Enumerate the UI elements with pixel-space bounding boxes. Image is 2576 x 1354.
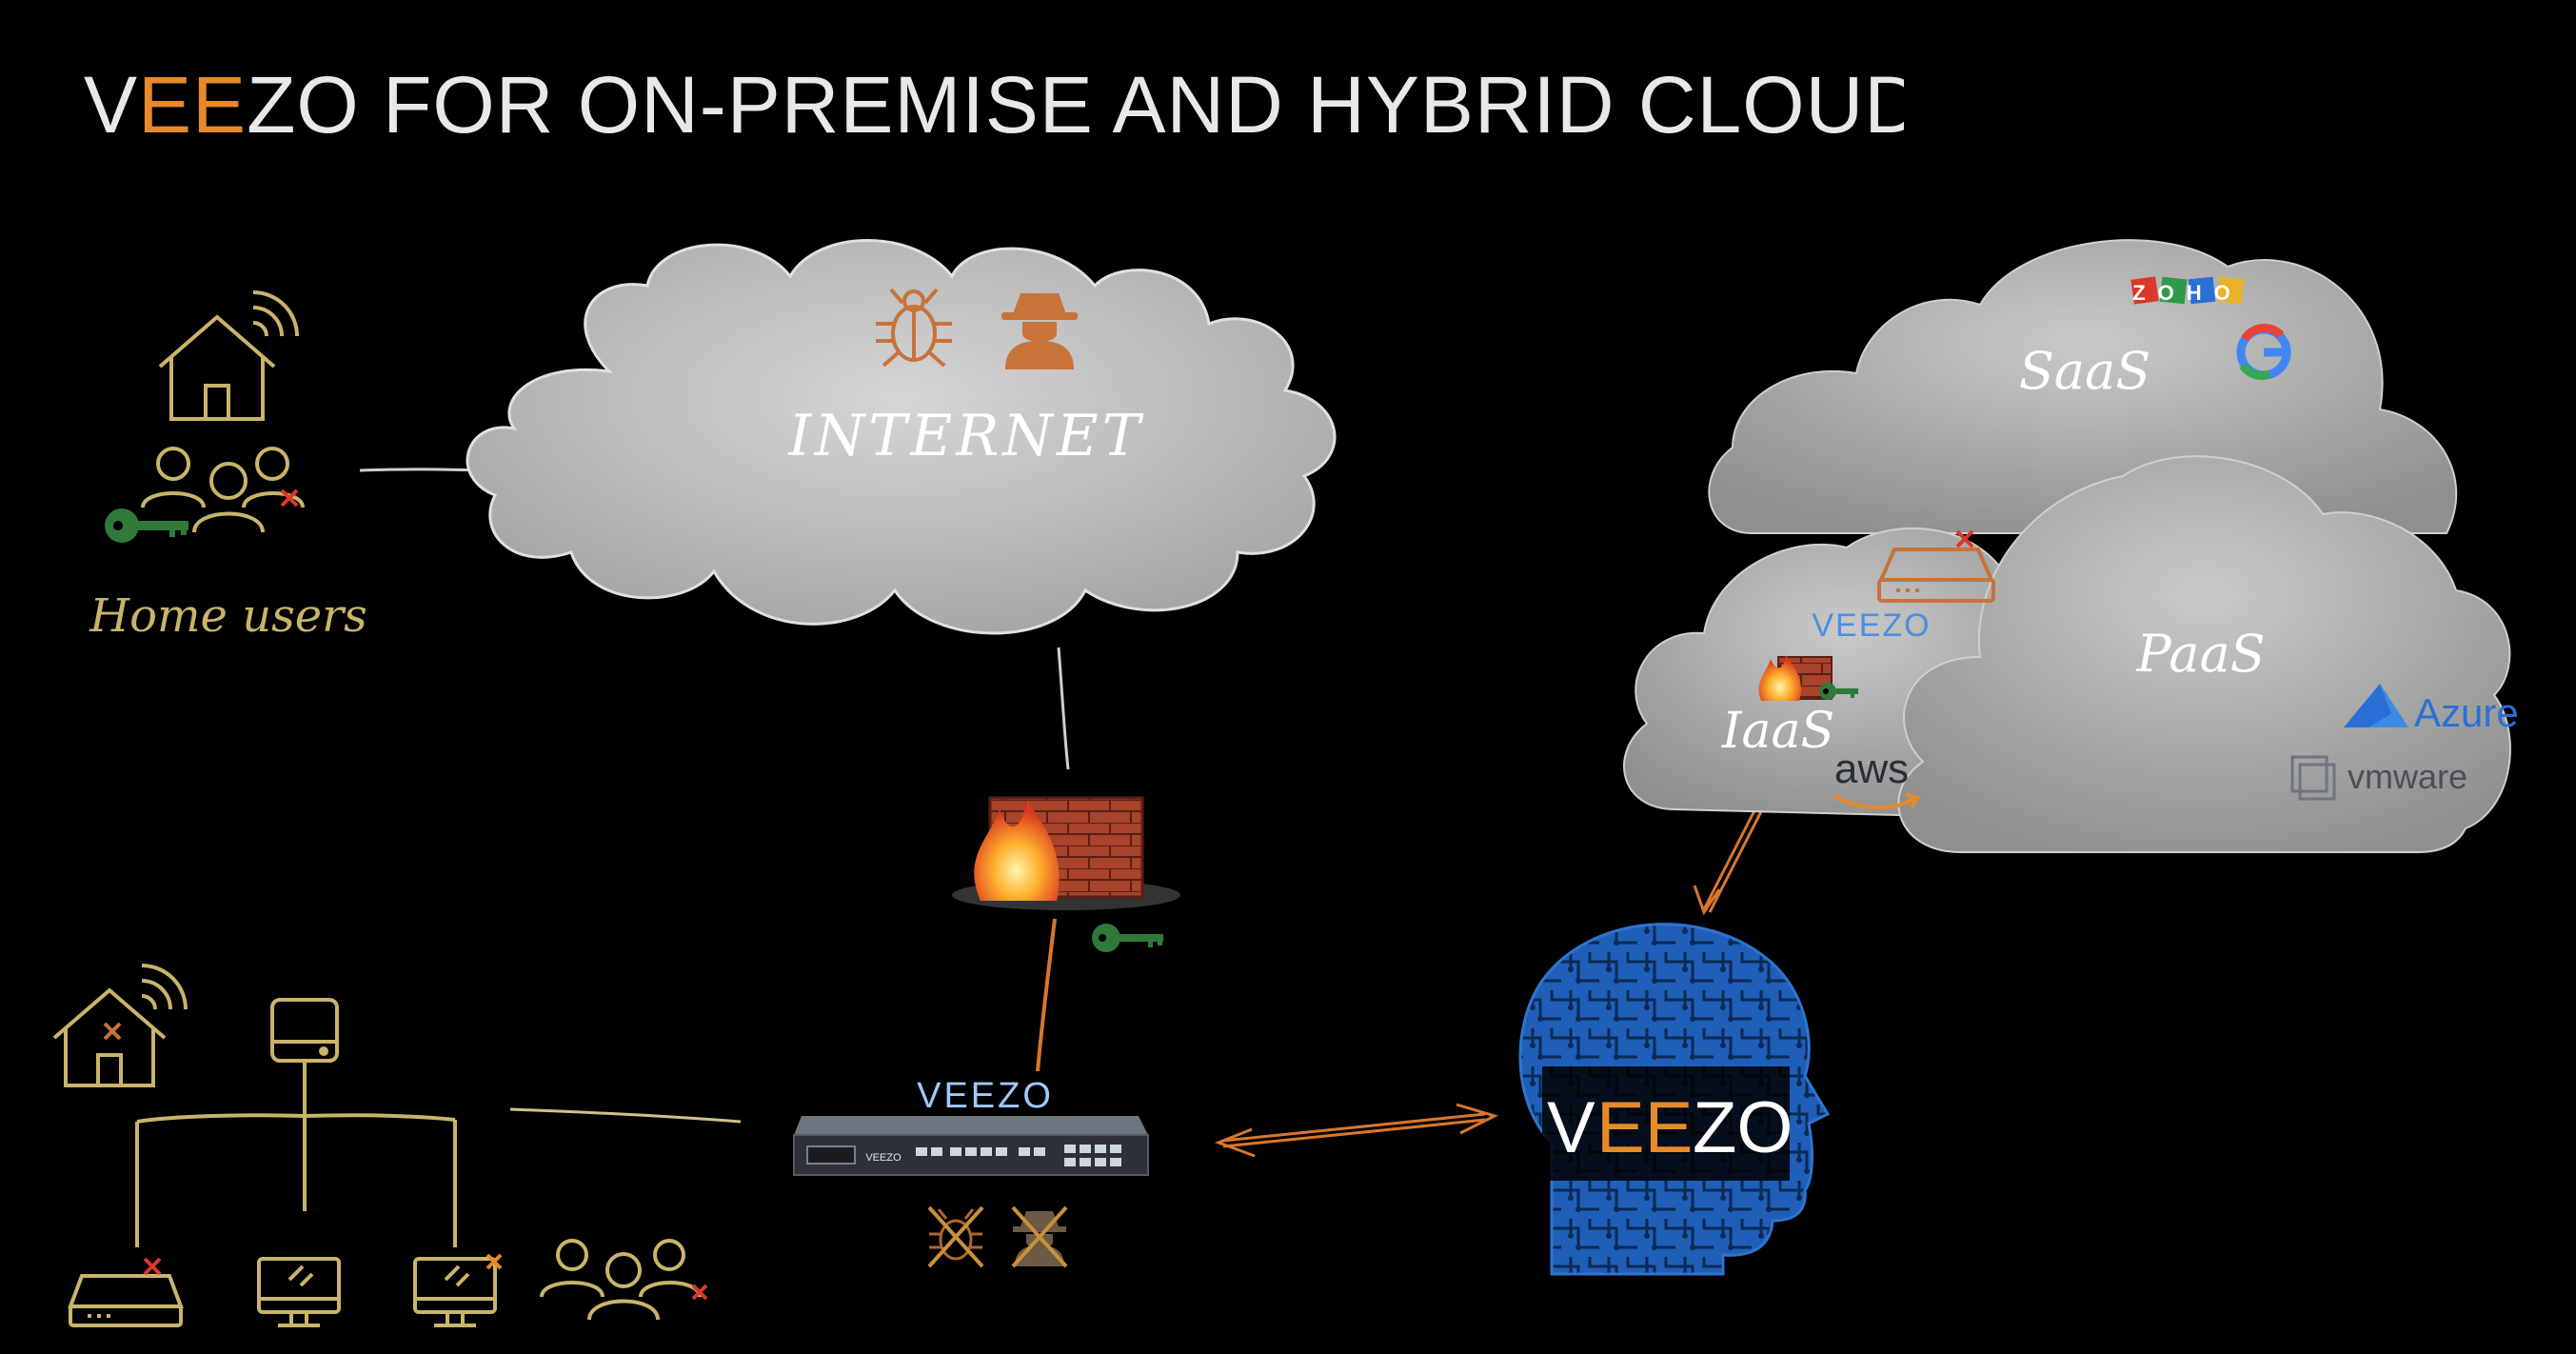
storage-drive-icon bbox=[270, 998, 339, 1063]
arrowhead-brain-end bbox=[1693, 885, 1721, 916]
zoho-logo: ZOHO bbox=[2130, 276, 2245, 305]
iaas-firewall-icon bbox=[1758, 655, 1858, 701]
home-users-group: Home users bbox=[89, 290, 367, 643]
veezo-device-group: VEEZO VEEZO bbox=[793, 1076, 1149, 1268]
title-highlight: EE bbox=[138, 60, 248, 149]
router-blocked-x-icon bbox=[143, 1257, 162, 1276]
desktop-monitor-icon-2 bbox=[413, 1257, 497, 1327]
veezo-ai-head: V EE ZO bbox=[1518, 923, 1831, 1276]
azure-logo: Azure bbox=[2344, 684, 2519, 735]
zoho-logo-text: ZOHO bbox=[2132, 281, 2243, 305]
saas-label: SaaS bbox=[2019, 341, 2150, 401]
monitor-blocked-x-icon bbox=[485, 1253, 503, 1270]
saas-cloud bbox=[1708, 239, 2458, 534]
iaas-router-icon bbox=[1877, 548, 1995, 603]
title-container: VEEZO FOR ON-PREMISE AND HYBRID CLOUD bbox=[84, 59, 1904, 151]
firewall-group bbox=[952, 796, 1180, 952]
google-logo: G bbox=[2236, 323, 2291, 380]
internet-label: INTERNET bbox=[787, 403, 1144, 469]
home-wifi-icon bbox=[158, 290, 299, 421]
title-prefix: V bbox=[84, 60, 139, 149]
device-panel-label: VEEZO bbox=[865, 1152, 902, 1164]
blocked-bug-icon bbox=[927, 1205, 984, 1268]
line-lan-device bbox=[509, 1107, 742, 1124]
head-brand-zo: ZO bbox=[1693, 1087, 1793, 1168]
arrow-device-brain bbox=[1222, 1112, 1486, 1148]
iaas-veezo-label: VEEZO bbox=[1812, 607, 1931, 644]
user-blocked-x-icon bbox=[280, 488, 299, 508]
desktop-monitor-icon bbox=[257, 1257, 341, 1327]
page-title: VEEZO FOR ON-PREMISE AND HYBRID CLOUD bbox=[84, 59, 1904, 151]
line-internet-firewall bbox=[1057, 647, 1070, 770]
head-brand-v: V bbox=[1547, 1087, 1595, 1168]
firewall-key-icon bbox=[1092, 924, 1163, 952]
office-wifi-icon bbox=[52, 964, 188, 1087]
arrowhead-device bbox=[1214, 1127, 1256, 1158]
router-icon bbox=[68, 1274, 184, 1327]
vmware-logo-text: vmware bbox=[2348, 757, 2467, 796]
aws-logo-text: aws bbox=[1834, 746, 1909, 792]
line-firewall-device bbox=[1036, 918, 1057, 1072]
paas-label: PaaS bbox=[2135, 624, 2265, 684]
lan-wires bbox=[135, 1063, 457, 1247]
blocked-hacker-icon bbox=[1011, 1205, 1068, 1268]
device-ports bbox=[916, 1145, 1121, 1166]
line-home-internet bbox=[359, 468, 481, 472]
aws-logo: aws bbox=[1833, 746, 1920, 810]
device-brand-label: VEEZO bbox=[917, 1076, 1054, 1116]
lan-users-icon bbox=[540, 1239, 702, 1321]
iaas-label: IaaS bbox=[1721, 703, 1834, 760]
bug-icon bbox=[876, 288, 952, 368]
lan-network bbox=[52, 964, 708, 1327]
iaas-router-blocked-x-icon bbox=[1955, 529, 1974, 548]
lan-user-blocked-x-icon bbox=[691, 1284, 708, 1301]
head-brand-ee: EE bbox=[1596, 1087, 1693, 1168]
home-users-label: Home users bbox=[89, 589, 367, 643]
title-rest: ZO FOR ON-PREMISE AND HYBRID CLOUD bbox=[247, 60, 1904, 149]
arrowhead-brain bbox=[1456, 1103, 1499, 1135]
azure-logo-text: Azure bbox=[2414, 690, 2519, 735]
device-lcd bbox=[806, 1145, 856, 1165]
hacker-icon bbox=[1001, 293, 1078, 369]
internet-cloud: INTERNET bbox=[466, 239, 1337, 635]
device-top bbox=[794, 1116, 1148, 1135]
fire-icon bbox=[974, 800, 1060, 901]
paas-cloud bbox=[1897, 455, 2511, 853]
users-icon bbox=[141, 447, 305, 533]
vmware-logo: vmware bbox=[2290, 755, 2467, 801]
office-blocked-x-icon bbox=[103, 1022, 122, 1041]
key-icon bbox=[105, 508, 188, 543]
cloud-services-cluster: ZOHO SaaS G VEEZO IaaS aws bbox=[1623, 239, 2519, 853]
